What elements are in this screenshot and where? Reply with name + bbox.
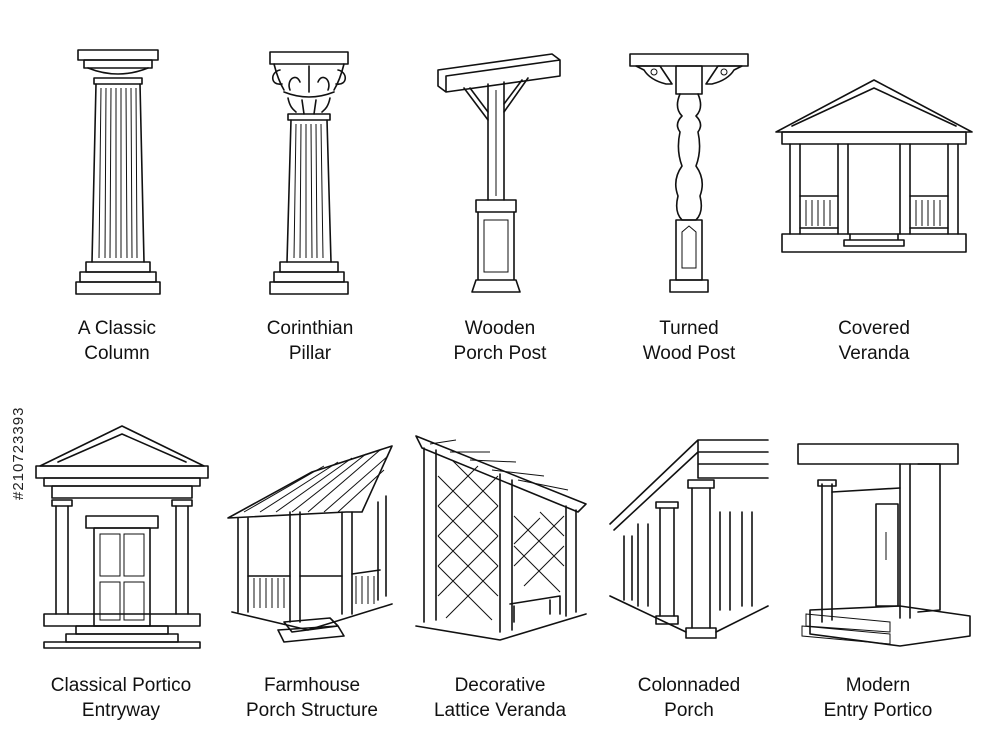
caption-line2: Porch bbox=[664, 700, 714, 721]
farmhouse-porch-illustration bbox=[220, 400, 420, 660]
farmhouse-porch-icon bbox=[227, 445, 393, 643]
caption-line2: Entryway bbox=[81, 700, 161, 721]
corinthian-pillar-illustration bbox=[200, 0, 420, 300]
caption-line2: Veranda bbox=[838, 343, 910, 364]
classical-portico-icon bbox=[35, 425, 209, 649]
caption-line1: Classical Portico bbox=[50, 675, 192, 696]
caption-line1: A Classic bbox=[77, 318, 157, 339]
caption-corinthian-pillar: Corinthian Pillar bbox=[210, 316, 410, 366]
caption-wooden-porch-post: Wooden Porch Post bbox=[400, 316, 600, 366]
caption-line1: Colonnaded bbox=[637, 675, 741, 696]
caption-line1: Modern bbox=[845, 675, 911, 696]
caption-modern-portico: Modern Entry Portico bbox=[778, 673, 978, 723]
caption-line2: Porch Structure bbox=[246, 700, 378, 721]
caption-line2: Wood Post bbox=[642, 343, 736, 364]
caption-line2: Column bbox=[84, 343, 150, 364]
caption-line2: Lattice Veranda bbox=[433, 700, 567, 721]
classic-column-illustration bbox=[0, 0, 250, 300]
caption-covered-veranda: Covered Veranda bbox=[774, 316, 974, 366]
caption-classic-column: A Classic Column bbox=[17, 316, 217, 366]
wooden-porch-post-icon bbox=[437, 53, 561, 293]
classical-portico-illustration bbox=[0, 400, 230, 660]
caption-lattice-veranda: Decorative Lattice Veranda bbox=[400, 673, 600, 723]
turned-wood-post-icon bbox=[629, 53, 749, 293]
caption-line2: Entry Portico bbox=[823, 700, 933, 721]
caption-line1: Corinthian bbox=[266, 318, 354, 339]
classic-column-icon bbox=[75, 49, 161, 295]
stock-id-text: #210723393 bbox=[10, 406, 27, 500]
turned-wood-post-illustration bbox=[590, 0, 790, 300]
caption-line1: Decorative bbox=[454, 675, 546, 696]
wooden-porch-post-illustration bbox=[400, 0, 600, 300]
modern-portico-icon bbox=[797, 443, 971, 647]
caption-line1: Wooden bbox=[464, 318, 536, 339]
lattice-veranda-illustration bbox=[400, 400, 600, 660]
caption-colonnaded-porch: Colonnaded Porch bbox=[589, 673, 789, 723]
modern-portico-illustration bbox=[790, 400, 1000, 660]
caption-turned-wood-post: Turned Wood Post bbox=[589, 316, 789, 366]
colonnaded-porch-illustration bbox=[600, 400, 800, 660]
lattice-veranda-icon bbox=[415, 435, 587, 641]
caption-line2: Pillar bbox=[288, 343, 332, 364]
caption-farmhouse-porch: Farmhouse Porch Structure bbox=[212, 673, 412, 723]
caption-line1: Farmhouse bbox=[263, 675, 361, 696]
caption-line1: Turned bbox=[659, 318, 719, 339]
caption-classical-portico: Classical Portico Entryway bbox=[21, 673, 221, 723]
colonnaded-porch-icon bbox=[609, 439, 769, 639]
corinthian-pillar-icon bbox=[269, 51, 349, 295]
caption-line2: Porch Post bbox=[453, 343, 547, 364]
covered-veranda-icon bbox=[775, 79, 973, 253]
covered-veranda-illustration bbox=[770, 0, 1000, 300]
caption-line1: Covered bbox=[838, 318, 910, 339]
